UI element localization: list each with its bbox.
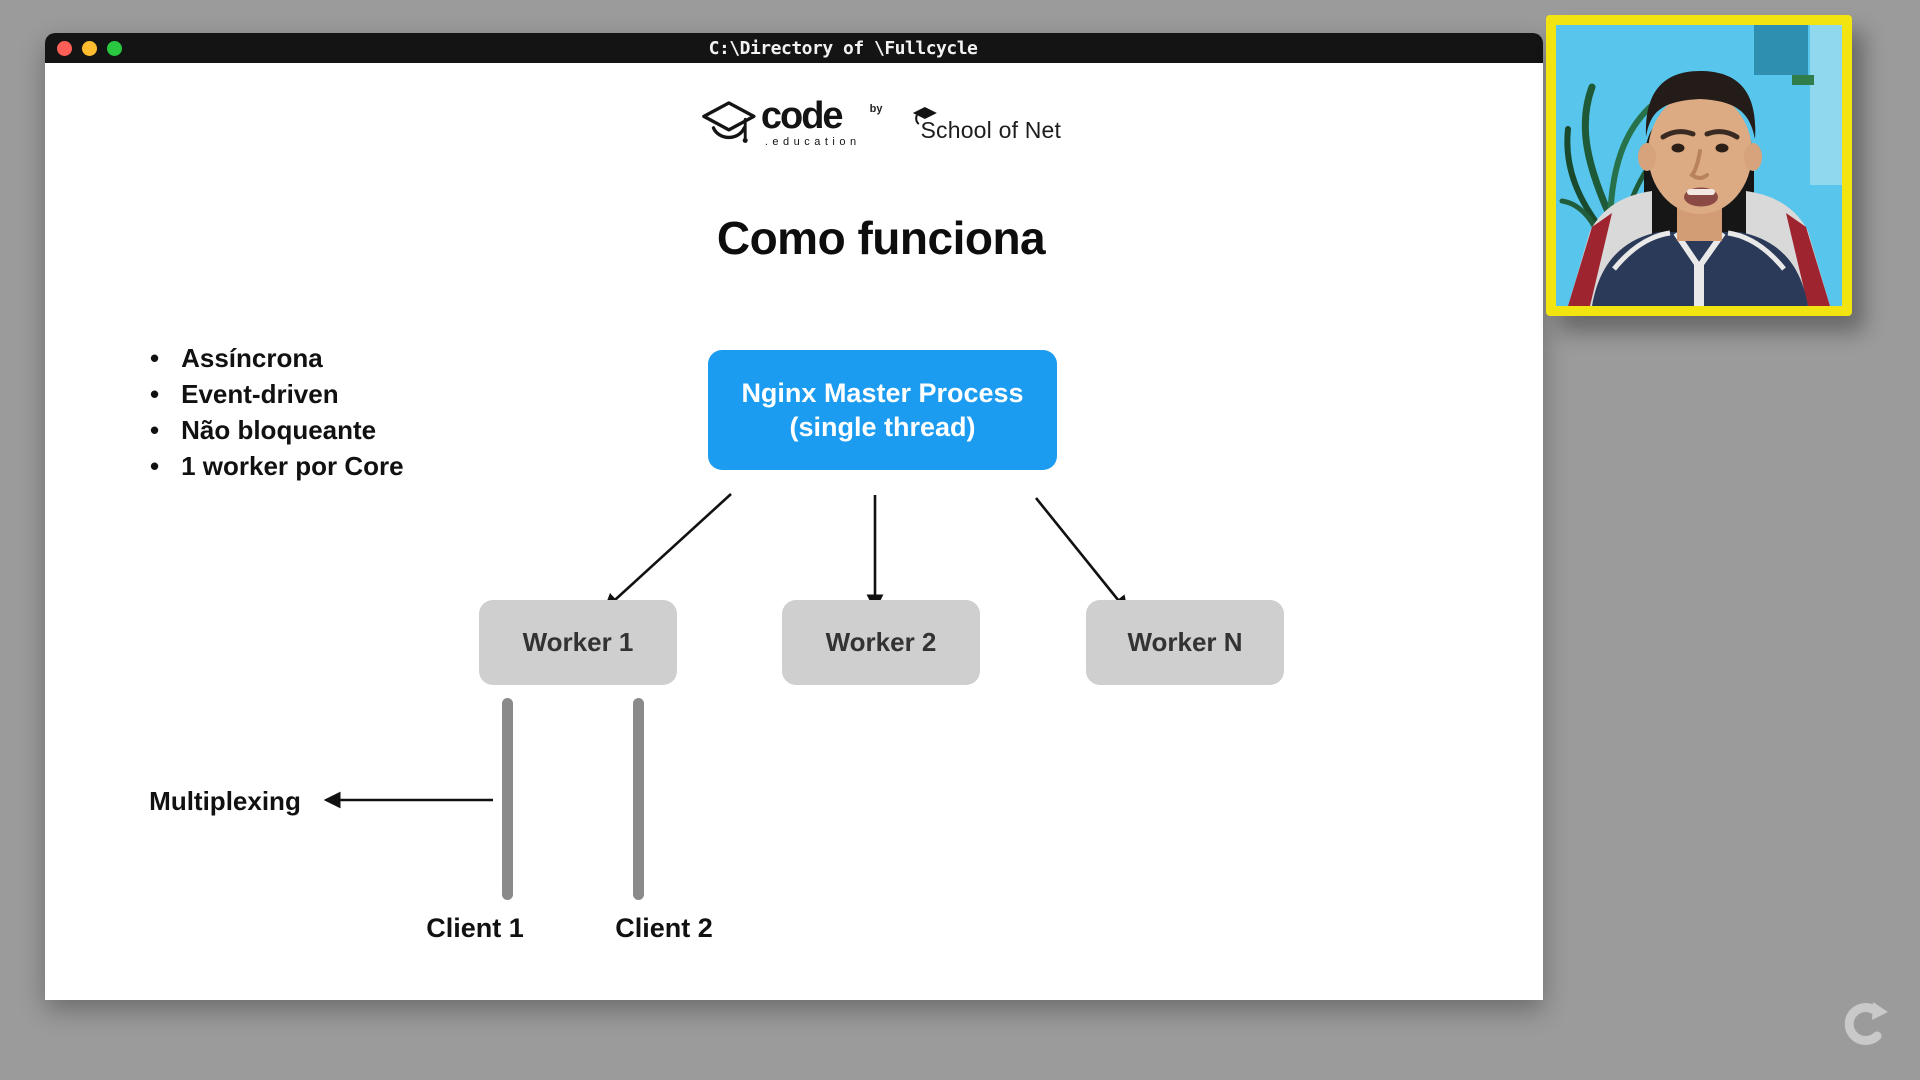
presenter-webcam-frame xyxy=(1546,15,1852,316)
master-process-line1: Nginx Master Process xyxy=(741,378,1024,408)
bullet-item: Não bloqueante xyxy=(150,412,404,448)
worker2-node: Worker 2 xyxy=(782,600,980,685)
workerN-node: Worker N xyxy=(1086,600,1284,685)
bullet-item: 1 worker por Core xyxy=(150,448,404,484)
school-of-net-logo: School of Net xyxy=(912,106,1062,144)
multiplexing-label: Multiplexing xyxy=(149,786,301,816)
nginx-master-process-node: Nginx Master Process (single thread) xyxy=(708,350,1057,470)
client1-timeline-bar xyxy=(502,698,513,900)
master-process-line2: (single thread) xyxy=(789,412,976,442)
diagram-arrows xyxy=(323,493,1129,809)
window-titlebar: C:\Directory of \Fullcycle xyxy=(45,33,1543,63)
bullet-text: 1 worker por Core xyxy=(181,450,404,481)
presenter-illustration xyxy=(1556,25,1842,306)
school-of-net-label: School of Net xyxy=(920,116,1062,143)
code-logo-text: code .education xyxy=(760,95,861,149)
client2-timeline-bar xyxy=(633,698,644,900)
bullet-item: Event-driven xyxy=(150,376,404,412)
slide-heading: Como funciona xyxy=(716,212,1046,264)
bullet-text: Event-driven xyxy=(181,378,339,409)
code-logo-by: by xyxy=(869,103,883,115)
presenter-webcam-video xyxy=(1556,25,1842,306)
code-logo-subtext: .education xyxy=(764,136,861,149)
client2-label: Client 2 xyxy=(615,913,713,943)
minimize-button-icon[interactable] xyxy=(82,41,97,56)
header-logos: code .education by School of Net xyxy=(701,95,1062,151)
feature-bullet-list: Assíncrona Event-driven Não bloqueante 1… xyxy=(150,340,404,484)
worker1-node: Worker 1 xyxy=(479,600,677,685)
graduation-cap-icon xyxy=(912,106,937,125)
window-title: C:\Directory of \Fullcycle xyxy=(708,38,978,59)
graduation-cap-icon xyxy=(702,101,756,143)
traffic-lights xyxy=(57,41,122,56)
arrow-master-to-workerN xyxy=(1034,497,1129,613)
bullet-text: Assíncrona xyxy=(181,342,323,373)
code-education-logo: code .education by xyxy=(701,95,883,151)
bullet-text: Não bloqueante xyxy=(181,414,377,445)
slide-content: code .education by School of Net Como fu… xyxy=(45,63,1543,1000)
bullet-item: Assíncrona xyxy=(150,340,404,376)
close-button-icon[interactable] xyxy=(57,41,72,56)
presentation-window: C:\Directory of \Fullcycle code .educati… xyxy=(45,33,1543,1000)
client1-label: Client 1 xyxy=(426,913,524,943)
fullcycle-logo-icon xyxy=(1844,1002,1888,1045)
arrow-master-to-worker1 xyxy=(603,493,732,611)
code-logo-word: code xyxy=(760,95,844,137)
fullscreen-button-icon[interactable] xyxy=(107,41,122,56)
presenter-person xyxy=(1592,71,1808,306)
